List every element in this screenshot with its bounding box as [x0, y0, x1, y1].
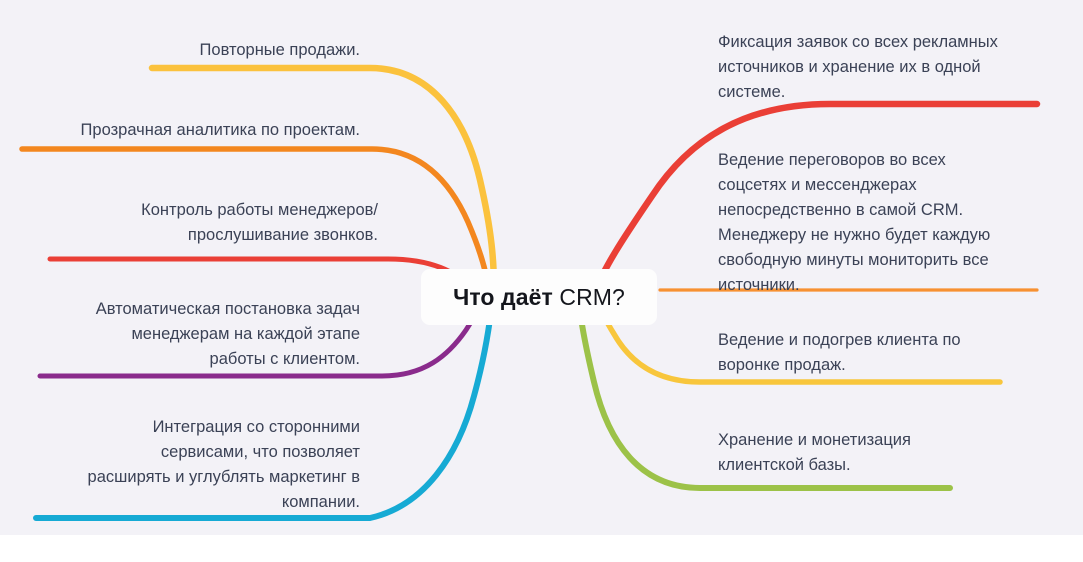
branch-curve-transparent-analytics: [19, 146, 492, 293]
label-sales-funnel: Ведение и подогрев клиента по воронке пр…: [718, 331, 961, 374]
label-third-party-integration: Интеграция со сторонними сервисами, что …: [87, 418, 360, 511]
center-node-label-normal: CRM?: [552, 283, 625, 310]
label-transparent-analytics: Прозрачная аналитика по проектам.: [80, 121, 360, 139]
branch-curve-repeat-sales: [148, 64, 498, 294]
center-node[interactable]: Что даёт CRM?: [421, 269, 657, 325]
label-lead-capture: Фиксация заявок со всех рекламных источн…: [718, 33, 998, 101]
branch-curve-third-party-integration: [33, 299, 495, 521]
label-client-base: Хранение и монетизация клиентской базы.: [718, 431, 911, 474]
branch-curve-manager-control: [47, 256, 475, 291]
center-node-label-bold: Что даёт: [453, 283, 553, 310]
center-node-label: Что даёт CRM?: [453, 284, 625, 311]
branch-curve-lead-capture: [592, 100, 1041, 294]
label-manager-control: Контроль работы менеджеров/ прослушивани…: [141, 201, 378, 244]
diagram-background: [0, 0, 1083, 535]
label-repeat-sales: Повторные продажи.: [199, 41, 360, 59]
label-automatic-tasks: Автоматическая постановка задач менеджер…: [95, 300, 360, 368]
label-messenger-negotiations: Ведение переговоров во всех соцсетях и м…: [718, 151, 991, 294]
